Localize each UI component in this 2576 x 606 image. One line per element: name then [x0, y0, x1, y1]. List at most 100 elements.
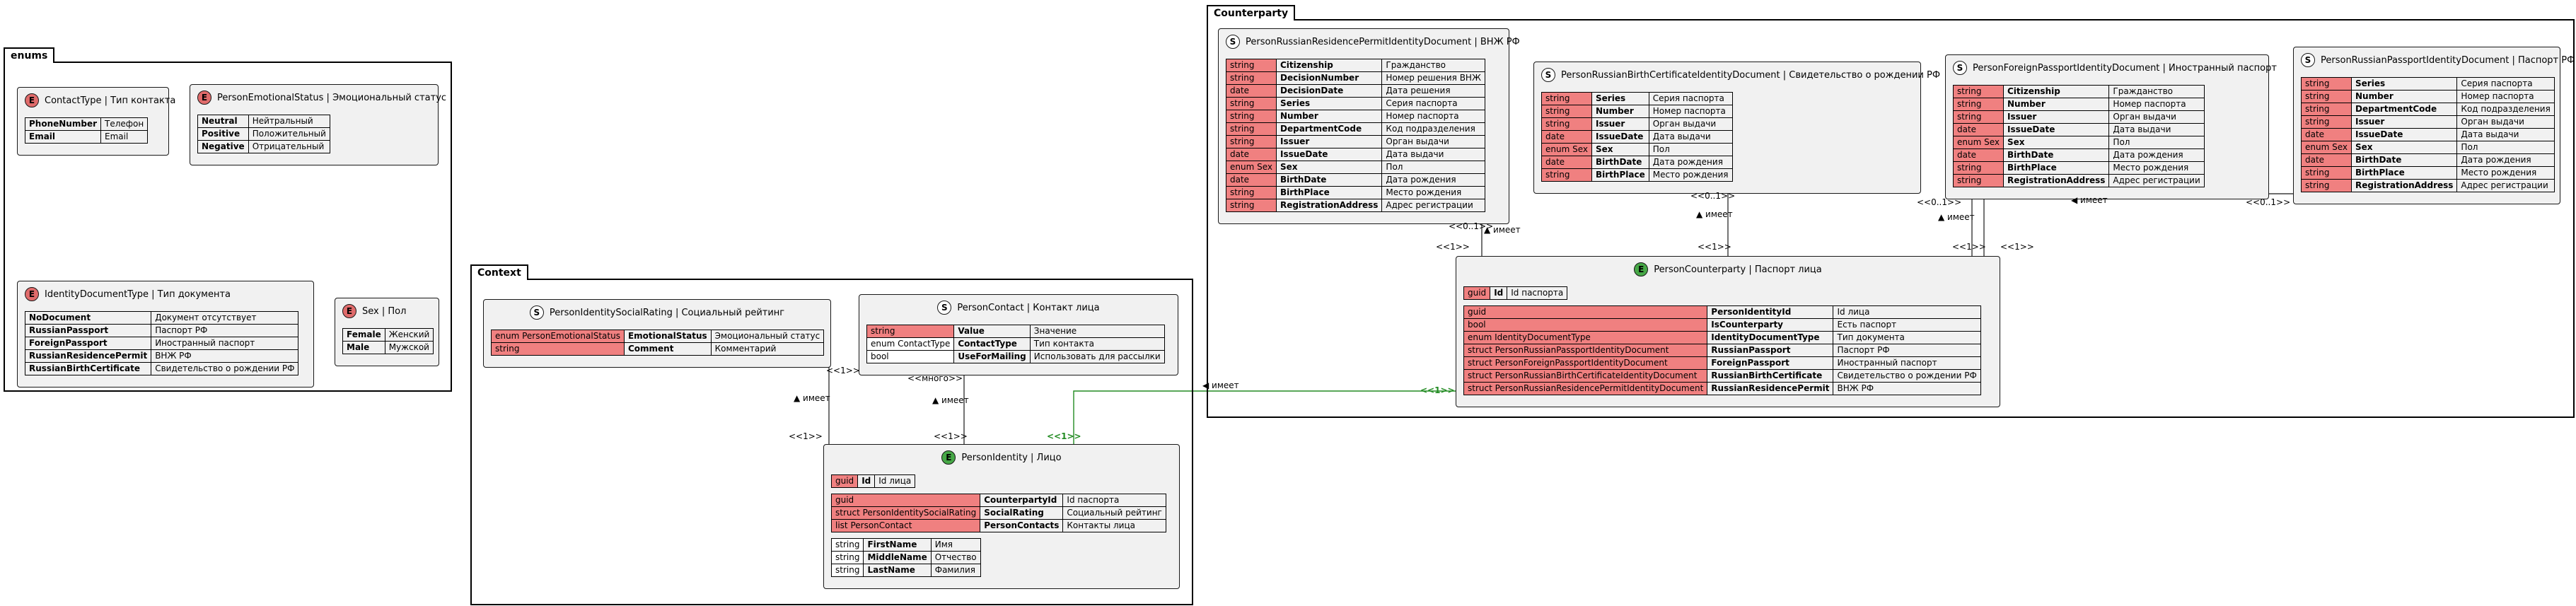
field-description: Пол [2108, 136, 2205, 149]
field-name: Issuer [1591, 117, 1649, 131]
field-type: enum IdentityDocumentType [1463, 331, 1708, 344]
field-name: Sex [2350, 141, 2458, 154]
field-type: ForeignPassport [24, 337, 152, 350]
label-passport-has: ◀ имеет [2071, 195, 2108, 205]
field-description: Значение [1029, 325, 1165, 338]
field-description: Серия паспорта [2456, 77, 2555, 91]
package-enums-tab: enums [4, 47, 55, 63]
field-name: Мужской [384, 341, 434, 354]
field-type: date [1953, 148, 2004, 162]
field-description: Имя [930, 538, 981, 552]
class-title: Sex | Пол [362, 305, 407, 317]
field-description: Дата рождения [1648, 156, 1733, 169]
field-description: Фамилия [930, 564, 981, 577]
field-description: Номер паспорта [1381, 110, 1485, 123]
field-type: enum Sex [1226, 161, 1277, 174]
field-name: RegistrationAddress [2350, 179, 2458, 192]
field-type: enum ContactType [866, 337, 955, 351]
label-birth-has: ▲ имеет [1696, 209, 1733, 219]
field-type: date [1541, 130, 1592, 144]
struct-badge-icon: S [1541, 68, 1555, 82]
package-context-tab: Context [470, 264, 528, 280]
field-name: Issuer [1275, 135, 1383, 148]
field-name: BirthDate [2350, 153, 2458, 167]
label-residence-zero-one: <<0..1>> [1449, 221, 1494, 231]
field-name: EmotionalStatus [623, 330, 712, 343]
field-type: enum Sex [1953, 136, 2004, 149]
field-name: BirthPlace [1591, 168, 1649, 182]
field-type: guid [1463, 286, 1491, 300]
field-description: Дата рождения [1381, 173, 1485, 187]
field-type: string [1541, 117, 1592, 131]
field-description: Пол [2456, 141, 2555, 154]
field-name: Number [1591, 105, 1649, 118]
label-identity-has: ◀ имеет [1202, 380, 1239, 390]
field-type: string [1541, 168, 1592, 182]
package-counterparty-tab: Counterparty [1207, 5, 1296, 21]
field-type: string [2301, 90, 2352, 103]
field-name: BirthDate [1591, 156, 1649, 169]
field-type: struct PersonRussianResidencePermitIdent… [1463, 382, 1708, 395]
field-name: DepartmentCode [2350, 103, 2458, 116]
field-type: string [2301, 115, 2352, 129]
field-name: Отрицательный [248, 140, 330, 153]
field-description: Место рождения [1648, 168, 1733, 182]
field-type: string [1226, 71, 1277, 85]
field-name: ContactType [953, 337, 1031, 351]
field-description: Код подразделения [2456, 103, 2555, 116]
field-name: DecisionDate [1275, 84, 1383, 98]
field-description: Паспорт РФ [1833, 344, 1981, 357]
field-type: date [1226, 84, 1277, 98]
field-name: Свидетельство о рождении РФ [151, 362, 299, 375]
label-social-rating-has: ▲ имеет [794, 393, 830, 403]
field-name: RussianPassport [1707, 344, 1834, 357]
field-type: string [1226, 122, 1277, 136]
field-description: ВНЖ РФ [1833, 382, 1981, 395]
field-type: date [1226, 173, 1277, 187]
field-description: Номер паспорта [2456, 90, 2555, 103]
field-type: Neutral [197, 115, 249, 128]
field-name: Женский [384, 328, 434, 342]
field-name: SocialRating [980, 506, 1064, 520]
field-name: DecisionNumber [1275, 71, 1383, 85]
field-name: Issuer [2350, 115, 2458, 129]
field-description: Орган выдачи [1648, 117, 1733, 131]
field-type: Positive [197, 127, 249, 141]
field-description: Id паспорта [1062, 494, 1166, 507]
enum-badge-icon: E [197, 91, 211, 105]
field-description: Дата выдачи [2456, 128, 2555, 141]
field-name: IssueDate [2002, 123, 2110, 136]
field-name: Id [857, 474, 876, 488]
